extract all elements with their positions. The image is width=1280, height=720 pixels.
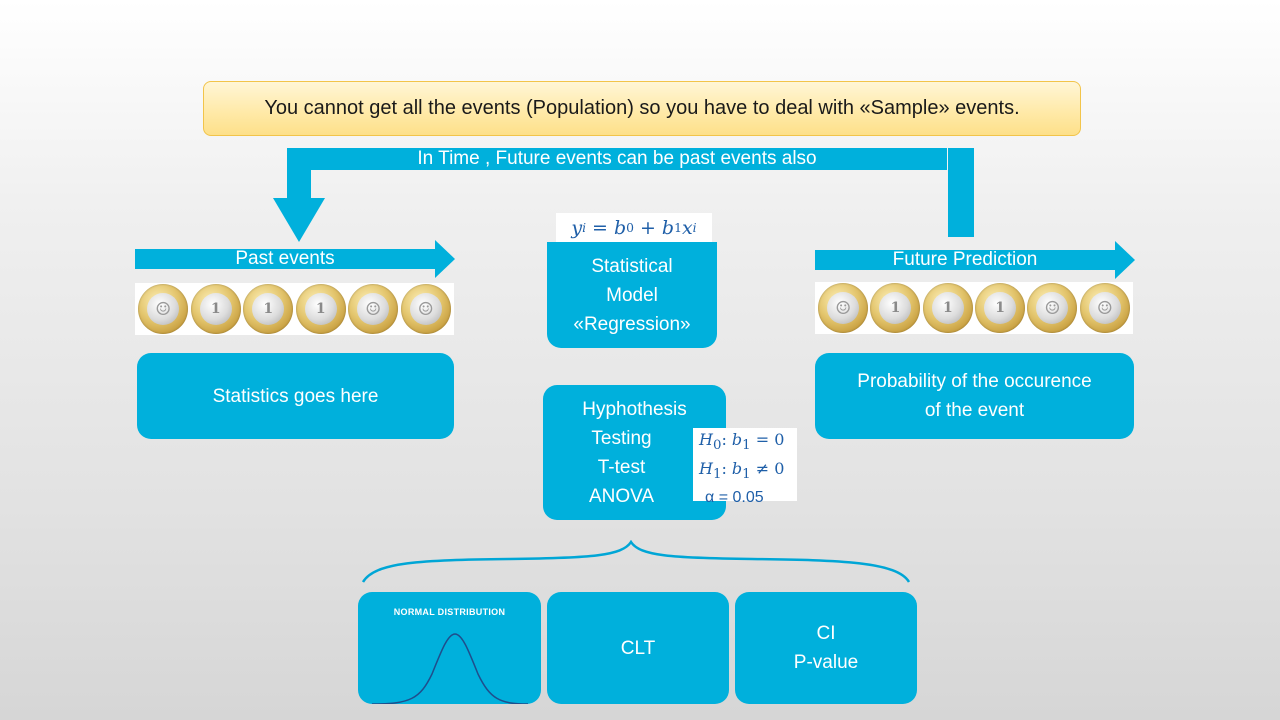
formula-b0: b xyxy=(613,216,627,239)
coin-center: 1 xyxy=(304,293,337,325)
h1-symbol: H xyxy=(699,459,713,479)
coin-center: ☺ xyxy=(827,292,860,324)
clt-text: CLT xyxy=(620,637,656,659)
coin-center: ☺ xyxy=(1036,292,1069,324)
coin-center: ☺ xyxy=(1088,292,1121,324)
ci-pvalue-box: CI P-value xyxy=(735,592,917,704)
coin-heads-icon: ☺ xyxy=(818,283,869,333)
coin-center: ☺ xyxy=(409,293,442,325)
coin-center: 1 xyxy=(252,293,285,325)
normal-distribution-title: NORMAL DISTRIBUTION xyxy=(393,607,506,617)
h1-b-sub: 1 xyxy=(742,467,751,483)
coin-center: 1 xyxy=(879,292,912,324)
model-line-3: «Regression» xyxy=(573,313,691,335)
coin-tails-icon: 1 xyxy=(922,283,973,333)
coin-heads-icon: ☺ xyxy=(1027,283,1078,333)
formula-x: x xyxy=(681,216,693,239)
coin-center: 1 xyxy=(984,292,1017,324)
coin-center: 1 xyxy=(931,292,964,324)
statistics-box-text: Statistics goes here xyxy=(212,385,379,407)
formula-sub-i2: i xyxy=(692,220,697,235)
loop-arrow-down-head-icon xyxy=(273,198,325,242)
coin-tails-icon: 1 xyxy=(975,283,1026,333)
coin-tails-icon: 1 xyxy=(870,283,921,333)
formula-sub-0: 0 xyxy=(626,220,634,235)
h1-sub: 1 xyxy=(712,467,722,483)
formula-sub-1: 1 xyxy=(674,220,682,235)
clt-box: CLT xyxy=(547,592,729,704)
loop-arrow-down-stem xyxy=(287,148,311,200)
significance-level: α = 0.05 xyxy=(705,489,764,507)
coin-tails-icon: 1 xyxy=(295,284,346,334)
past-events-arrow-icon xyxy=(135,240,455,278)
normal-curve-icon xyxy=(371,633,528,704)
h1-relation: ≠ 0 xyxy=(755,459,785,479)
model-line-1: Statistical xyxy=(591,255,673,277)
curly-brace-icon xyxy=(361,540,911,583)
h1-b: b xyxy=(731,459,743,479)
null-hypothesis: H0: b1 = 0 xyxy=(699,430,785,454)
probability-line-1: Probability of the occurence xyxy=(857,371,1092,392)
statistical-model-box: Statistical Model «Regression» xyxy=(547,242,717,348)
coin-center: ☺ xyxy=(147,293,180,325)
hypothesis-line-4: ANOVA xyxy=(588,485,655,507)
coin-heads-icon: ☺ xyxy=(1079,283,1130,333)
coin-heads-icon: ☺ xyxy=(400,284,451,334)
model-line-2: Model xyxy=(606,284,658,306)
probability-box: Probability of the occurence of the even… xyxy=(815,353,1134,439)
alternative-hypothesis: H1: b1 ≠ 0 xyxy=(699,459,785,483)
loop-arrow-label: In Time , Future events can be past even… xyxy=(417,148,817,169)
coin-center: 1 xyxy=(199,293,232,325)
formula-plus: + xyxy=(640,216,656,239)
hypothesis-line-2: Testing xyxy=(591,427,652,449)
coin-heads-icon: ☺ xyxy=(138,284,189,334)
past-events-label: Past events xyxy=(235,248,335,269)
h0-symbol: H xyxy=(699,430,713,449)
formula-y: y xyxy=(571,216,583,239)
pvalue-text: P-value xyxy=(793,652,859,673)
h0-b: b xyxy=(731,430,743,449)
loop-arrow-up-stem xyxy=(948,148,974,237)
hypothesis-formulas: H0: b1 = 0 H1: b1 ≠ 0 α = 0.05 xyxy=(693,428,797,506)
h0-b-sub: 1 xyxy=(742,438,751,454)
normal-distribution-box: NORMAL DISTRIBUTION xyxy=(358,592,541,704)
formula-b1: b xyxy=(661,216,675,239)
statistics-box: Statistics goes here xyxy=(137,353,454,439)
probability-line-2: of the event xyxy=(924,400,1025,421)
formula-sub-i: i xyxy=(582,220,587,235)
coin-center: ☺ xyxy=(357,293,390,325)
future-prediction-label: Future Prediction xyxy=(892,249,1038,270)
ci-text: CI xyxy=(816,623,836,644)
hypothesis-line-3: T-test xyxy=(597,456,646,478)
sample-callout-text: You cannot get all the events (Populatio… xyxy=(264,97,1020,119)
sample-callout: You cannot get all the events (Populatio… xyxy=(203,81,1081,136)
hypothesis-line-1: Hyphothesis xyxy=(582,398,687,420)
coin-tails-icon: 1 xyxy=(190,284,241,334)
future-prediction-arrow-icon xyxy=(815,241,1135,279)
h0-relation: = 0 xyxy=(755,430,785,449)
formula-equals: = xyxy=(592,216,608,239)
h0-sub: 0 xyxy=(712,438,722,454)
coin-heads-icon: ☺ xyxy=(348,284,399,334)
loop-arrow-bar xyxy=(287,148,947,170)
coin-tails-icon: 1 xyxy=(243,284,294,334)
